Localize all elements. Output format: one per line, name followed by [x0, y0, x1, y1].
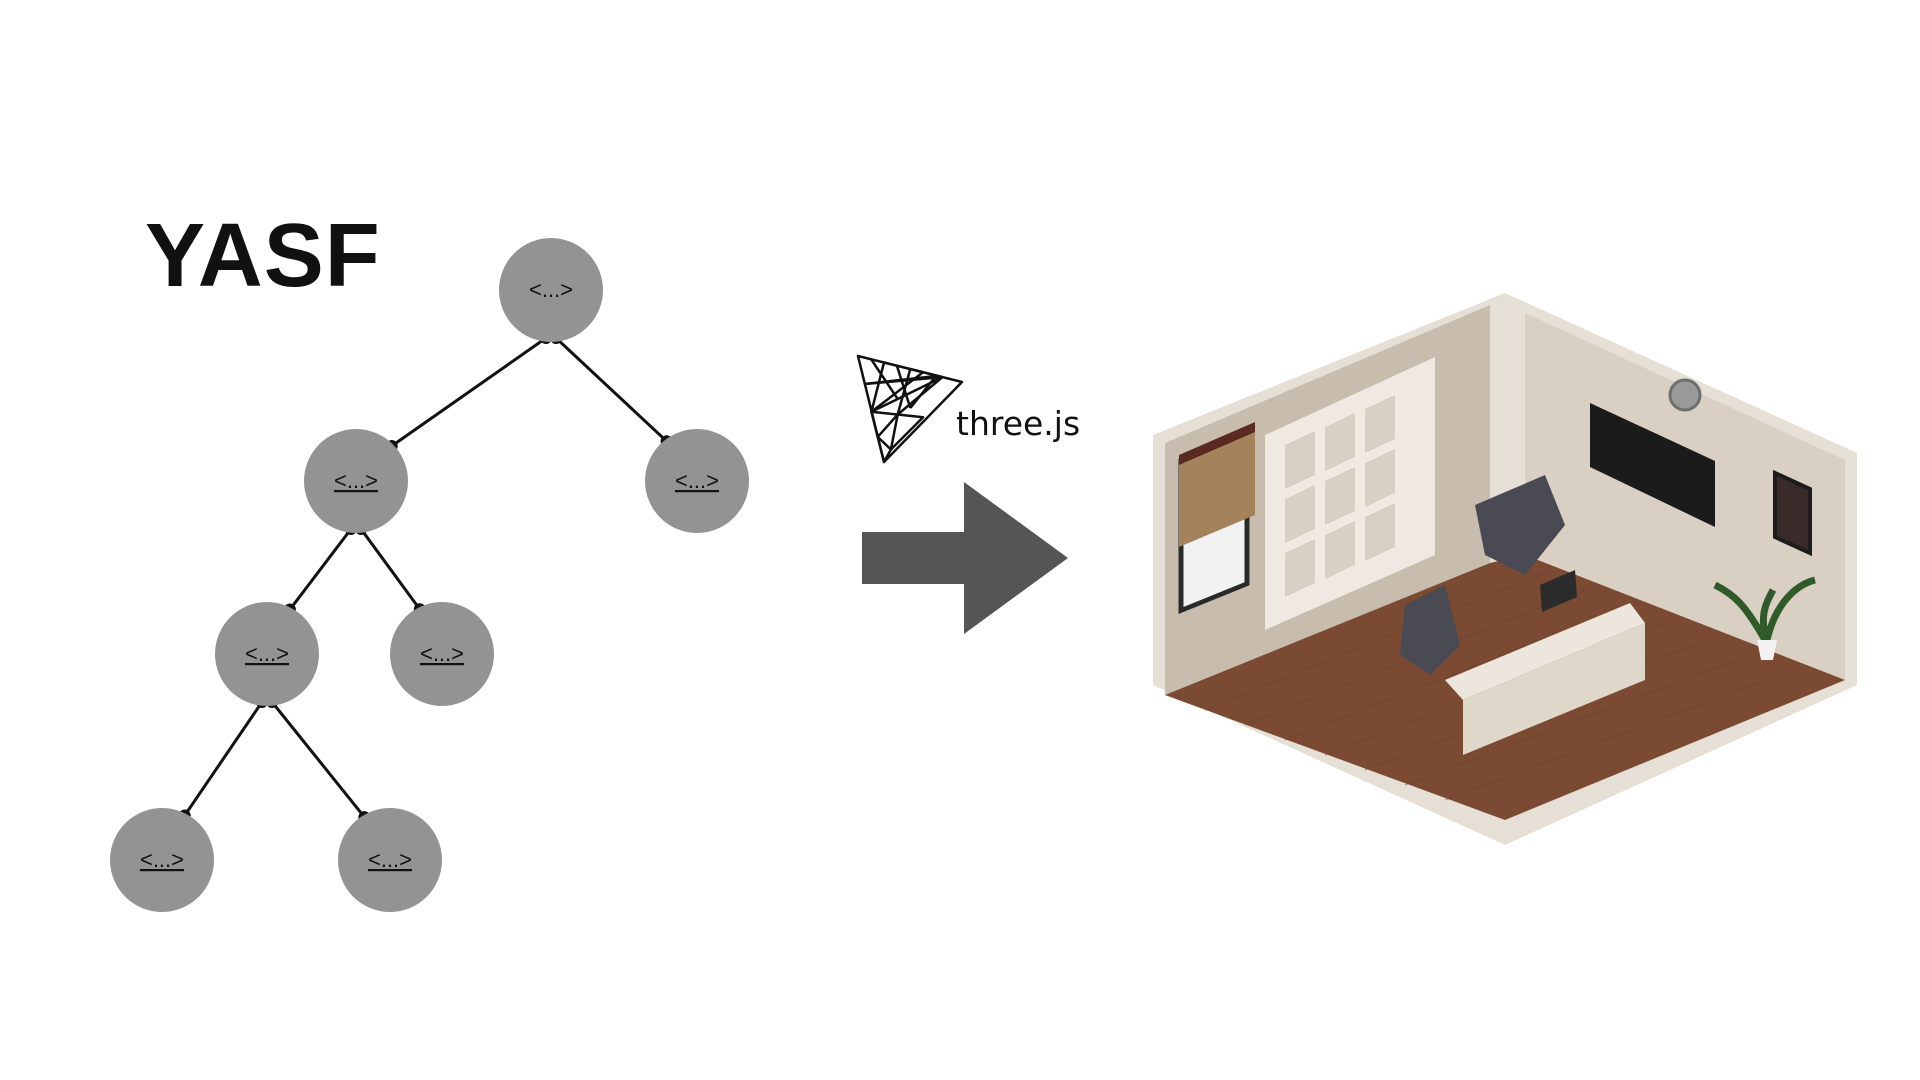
tree-node: <...>: [304, 429, 408, 533]
tree-nodes: <...> <...> <...> <...> <...> <...> <...>: [110, 238, 749, 912]
tree-node-label: <...>: [368, 847, 412, 872]
right-arrow-icon: [862, 482, 1068, 634]
window-blind: [1179, 428, 1255, 547]
wall-picture: [1773, 469, 1812, 557]
tree-node-circle: [215, 602, 319, 706]
armchair: [1400, 585, 1460, 675]
tree-node-label: <...>: [245, 641, 289, 666]
diagram-title: YASF: [145, 206, 381, 306]
tree-node-circle: [499, 238, 603, 342]
tree-node-label: <...>: [675, 468, 719, 493]
tree-edges: [178, 332, 673, 824]
wall-clock: [1668, 378, 1702, 412]
tree-edge: [288, 528, 353, 611]
threejs-label: three.js: [956, 404, 1081, 443]
laptop: [1540, 570, 1577, 612]
tree-edge: [183, 701, 264, 817]
tree-node-circle: [338, 808, 442, 912]
plant: [1713, 576, 1817, 642]
tree-node-circle: [390, 602, 494, 706]
tree-node: <...>: [645, 429, 749, 533]
tree-node: <...>: [215, 602, 319, 706]
sofa: [1475, 475, 1565, 575]
tree-node: <...>: [338, 808, 442, 912]
tree-edge: [554, 336, 668, 443]
tree-edge: [359, 528, 421, 611]
tree-node: <...>: [499, 238, 603, 342]
tree-edge: [270, 701, 366, 819]
desk: [1445, 603, 1645, 700]
tree-edge: [390, 336, 547, 448]
tree-node-label: <...>: [334, 468, 378, 493]
tree-node-circle: [110, 808, 214, 912]
isometric-room-render: [1153, 293, 1857, 845]
tree-node: <...>: [110, 808, 214, 912]
tree-node-label: <...>: [529, 277, 573, 302]
threejs-logo-icon: [856, 354, 964, 464]
tree-node-label: <...>: [420, 641, 464, 666]
tree-node-circle: [645, 429, 749, 533]
tree-node-circle: [304, 429, 408, 533]
tree-node: <...>: [390, 602, 494, 706]
tv: [1590, 403, 1715, 527]
tree-node-label: <...>: [140, 847, 184, 872]
